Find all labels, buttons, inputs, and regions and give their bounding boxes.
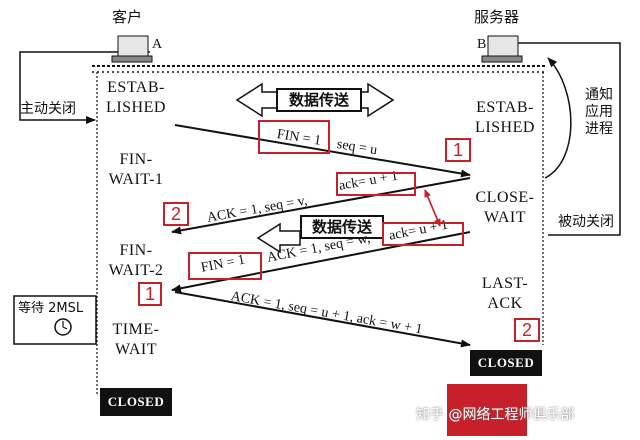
passive-close-label: 被动关闭: [558, 215, 614, 229]
msg1-highlight: [258, 120, 330, 154]
msg3-fin-highlight: [188, 252, 262, 280]
notify-app-label: 通知 应用 进程: [585, 88, 613, 136]
number-3: 1: [138, 284, 162, 305]
client-state-established: ESTAB- LISHED: [100, 80, 172, 116]
data-transfer-label-1: 数据传送: [276, 88, 362, 112]
client-state-time-wait: TIME- WAIT: [100, 322, 172, 358]
host-b-icon: [488, 36, 518, 56]
number-4: 2: [514, 320, 540, 341]
client-label: 客户: [112, 10, 142, 25]
client-state-fin-wait-1: FIN- WAIT-1: [100, 152, 172, 188]
wait-2msl-label: 等待 2MSL: [18, 302, 83, 315]
active-close-label: 主动关闭: [20, 102, 76, 116]
msg3-ackno-highlight: [382, 222, 464, 246]
server-state-last-ack: LAST- ACK: [468, 276, 542, 312]
notify-app-loop: [545, 58, 571, 178]
server-state-established: ESTAB- LISHED: [468, 100, 542, 136]
client-state-fin-wait-2: FIN- WAIT-2: [100, 243, 172, 279]
watermark: 知乎 @网络工程师俱乐部: [416, 404, 574, 424]
server-state-close-wait: CLOSE- WAIT: [468, 190, 542, 226]
msg2-highlight: [336, 172, 416, 196]
number-2: 2: [163, 204, 189, 225]
server-state-closed: CLOSED: [470, 350, 542, 376]
host-a-label: A: [152, 38, 162, 52]
host-a-icon: [118, 36, 148, 56]
number-1: 1: [445, 140, 471, 161]
server-label: 服务器: [474, 10, 519, 25]
client-state-closed: CLOSED: [100, 388, 172, 416]
host-b-label: B: [477, 38, 486, 52]
